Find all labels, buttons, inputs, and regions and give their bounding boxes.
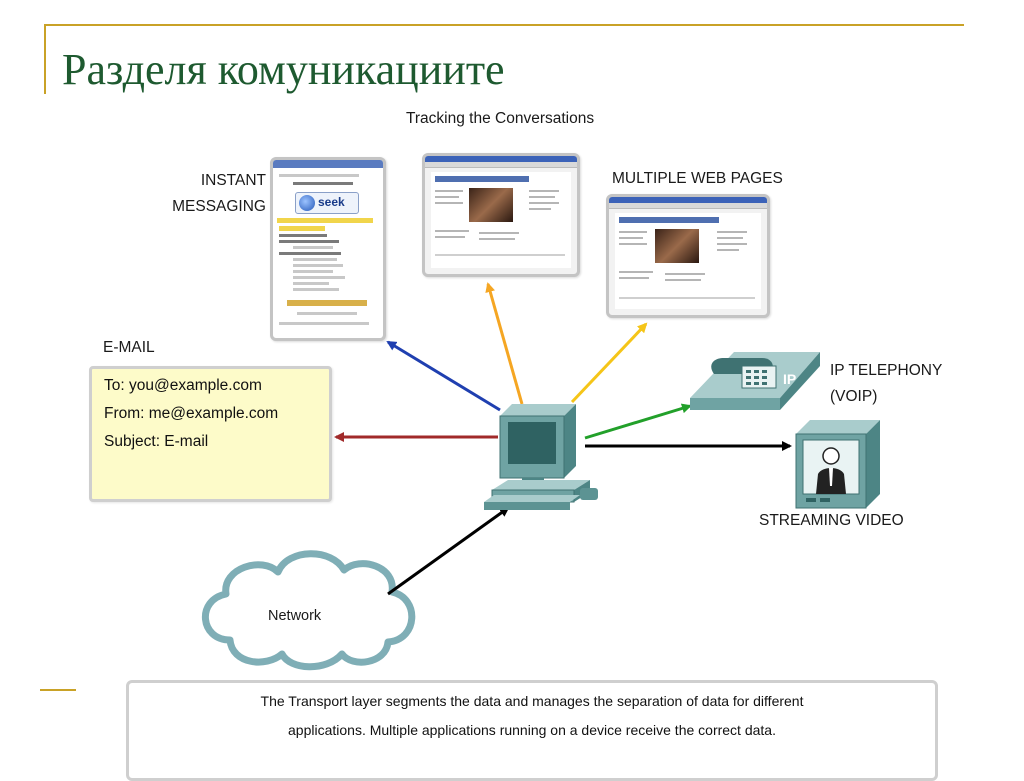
im-logo: seek bbox=[295, 192, 359, 214]
email-label: E-MAIL bbox=[103, 339, 155, 356]
instant-messaging-label-line2: MESSAGING bbox=[172, 198, 266, 215]
web-pages-label: MULTIPLE WEB PAGES bbox=[612, 170, 783, 187]
ip-telephony-label-line1: IP TELEPHONY bbox=[830, 362, 943, 379]
email-message-box: To: you@example.com From: me@example.com… bbox=[89, 366, 332, 502]
ip-phone-icon bbox=[690, 352, 820, 410]
arrow-to-instant-messaging bbox=[386, 340, 501, 412]
computer-icon bbox=[484, 404, 598, 510]
network-cloud-icon bbox=[201, 550, 416, 671]
tv-icon bbox=[795, 420, 880, 509]
email-to: To: you@example.com bbox=[104, 377, 262, 394]
ip-phone-badge: IP bbox=[783, 371, 797, 387]
slide-title: Разделя комуникациите bbox=[62, 45, 505, 94]
network-label: Network bbox=[268, 608, 322, 624]
web-page-window-2 bbox=[606, 194, 770, 318]
diagram-subtitle: Tracking the Conversations bbox=[406, 110, 595, 127]
slide-bottom-rule bbox=[40, 689, 76, 691]
instant-messaging-window: seek bbox=[270, 157, 386, 341]
caption-box: The Transport layer segments the data an… bbox=[126, 680, 938, 781]
arrow-to-web-page-1 bbox=[485, 282, 524, 405]
email-from: From: me@example.com bbox=[104, 405, 279, 422]
arrow-from-network bbox=[387, 506, 510, 596]
slide-left-rule bbox=[44, 24, 46, 94]
web-photo bbox=[469, 188, 513, 222]
globe-icon bbox=[299, 195, 315, 211]
arrow-to-web-page-2 bbox=[570, 322, 648, 404]
caption-line-2: applications. Multiple applications runn… bbox=[288, 722, 776, 738]
email-subject: Subject: E-mail bbox=[104, 433, 209, 450]
caption-line-1: The Transport layer segments the data an… bbox=[260, 693, 804, 709]
streaming-video-label: STREAMING VIDEO bbox=[759, 512, 904, 529]
instant-messaging-label-line1: INSTANT bbox=[200, 172, 266, 189]
web-page-window-1 bbox=[422, 153, 580, 277]
ip-telephony-label-line2: (VOIP) bbox=[830, 388, 878, 405]
slide-top-rule bbox=[44, 24, 964, 26]
web-photo-2 bbox=[655, 229, 699, 263]
arrow-to-ip-telephony bbox=[584, 403, 692, 440]
